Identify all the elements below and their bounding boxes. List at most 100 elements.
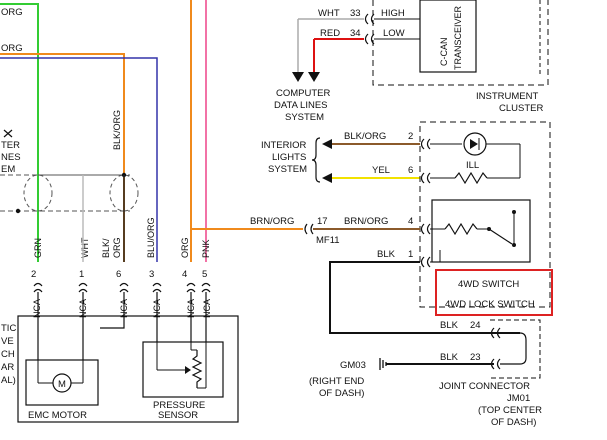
ground-location-2: OF DASH) bbox=[319, 388, 364, 399]
partial-label-nes: NES bbox=[1, 152, 21, 163]
interior-label-2: LIGHTS bbox=[272, 152, 306, 163]
partial-label-ch: CH bbox=[1, 349, 15, 360]
partial-label-ter: TER bbox=[1, 140, 20, 151]
label-blk-org-1: BLK/ bbox=[101, 238, 111, 258]
pressure-sensor-line1: PRESSURE bbox=[153, 400, 205, 411]
emc-motor-label: EMC MOTOR bbox=[28, 410, 87, 421]
arrow-left-yel-icon bbox=[322, 173, 332, 183]
label-org: ORG bbox=[180, 237, 190, 258]
blk-pin: 1 bbox=[408, 249, 413, 260]
computer-data-lines-3: SYSTEM bbox=[285, 112, 324, 123]
blk-circuit: BLK 1 bbox=[329, 249, 520, 334]
brn-org-left-label: BRN/ORG bbox=[250, 216, 294, 227]
blk-23-pin: 23 bbox=[470, 352, 481, 363]
blue-wire bbox=[0, 57, 158, 262]
blk-org-interior-pin: 2 bbox=[408, 131, 413, 142]
interior-lights: INTERIOR LIGHTS SYSTEM BLK/ORG 2 YEL 6 bbox=[261, 131, 431, 184]
bottom-connectors: 2 1 6 3 4 5 NCA NCA NCA NCA NCA NCA bbox=[31, 269, 212, 318]
nca-6: NCA bbox=[202, 299, 212, 318]
cluster-label-2: CLUSTER bbox=[499, 103, 543, 114]
transceiver-line2: TRANSCEIVER bbox=[453, 5, 463, 70]
joint-connector-box bbox=[500, 332, 527, 365]
label-grn: GRN bbox=[33, 238, 43, 258]
vertical-wire-labels: BLK/ORG GRN WHT BLK/ ORG BLU/ORG ORG PNK bbox=[33, 110, 211, 258]
yel-label: YEL bbox=[372, 165, 390, 176]
arrow-left-brn-icon bbox=[322, 139, 332, 149]
interior-label-3: SYSTEM bbox=[268, 164, 307, 175]
partial-label-ar: AR bbox=[1, 362, 14, 373]
arrow-down-right-icon bbox=[308, 72, 320, 82]
joint-name-4: OF DASH) bbox=[491, 417, 536, 428]
shield-left-end bbox=[23, 174, 53, 212]
blk-24-pin: 24 bbox=[470, 320, 481, 331]
ground-gm03: GM03 (RIGHT END OF DASH) bbox=[309, 358, 387, 399]
can-connector-chevrons bbox=[364, 13, 375, 45]
arrow-down-left-icon bbox=[292, 72, 304, 82]
pressure-sensor-line2: SENSOR bbox=[158, 410, 198, 421]
can-bus: WHT 33 RED 34 HIGH LOW C-CAN TRANSCEIVER… bbox=[274, 0, 477, 123]
partial-label-top: ORG bbox=[1, 7, 23, 18]
green-wire bbox=[0, 3, 39, 262]
label-pnk: PNK bbox=[201, 239, 211, 258]
switch-label-1: 4WD SWITCH bbox=[458, 279, 519, 290]
ground-location-1: (RIGHT END bbox=[309, 376, 364, 387]
splice-chevrons bbox=[304, 223, 314, 235]
nca-1: NCA bbox=[32, 299, 42, 318]
shield-right-end bbox=[109, 174, 139, 212]
sensor-box bbox=[142, 341, 224, 398]
brn-org-circuit: BRN/ORG 17 MF11 BRN/ORG 4 bbox=[250, 216, 431, 246]
left-wiring-group: ORG ORG TER NES EM TIC VE CH AR AL) bbox=[0, 0, 303, 386]
joint-name-3: (TOP CENTER bbox=[478, 405, 542, 416]
computer-data-lines-2: DATA LINES bbox=[274, 100, 328, 111]
emc-motor: M EMC MOTOR bbox=[25, 359, 99, 421]
label-blu-org: BLU/ORG bbox=[146, 217, 156, 258]
joint-connector: BLK 24 BLK 23 JOINT CONNECTOR JM01 (TOP … bbox=[386, 319, 542, 428]
module-internal-wiring bbox=[37, 292, 207, 360]
sensor-resistor-icon bbox=[191, 350, 203, 388]
switch-highlight: 4WD SWITCH 4WD LOCK SWITCH bbox=[435, 269, 553, 316]
interior-brace-icon bbox=[311, 137, 321, 183]
pressure-sensor: PRESSURE SENSOR bbox=[142, 341, 224, 421]
wht-label: WHT bbox=[318, 8, 340, 19]
pin-6: 6 bbox=[116, 269, 121, 280]
red-label: RED bbox=[320, 28, 340, 39]
splice-dot-2 bbox=[15, 208, 21, 214]
transceiver-line1: C-CAN bbox=[439, 38, 449, 67]
partial-label-ve: VE bbox=[1, 336, 14, 347]
partial-label-al: AL) bbox=[1, 375, 16, 386]
ground-name: GM03 bbox=[340, 360, 366, 371]
partial-label-em: EM bbox=[1, 164, 15, 175]
partial-label-org: ORG bbox=[1, 43, 23, 54]
label-blk-org-2: ORG bbox=[112, 237, 122, 258]
blk-label: BLK bbox=[377, 249, 396, 260]
cluster-label-1: INSTRUMENT bbox=[476, 91, 538, 102]
ill-label: ILL bbox=[466, 160, 479, 171]
motor-box bbox=[25, 359, 99, 406]
cluster-dashed-border bbox=[372, 0, 549, 86]
label-wht: WHT bbox=[80, 237, 90, 258]
left-stub-icon bbox=[3, 129, 13, 138]
transceiver-box bbox=[419, 0, 477, 73]
interior-label-1: INTERIOR bbox=[261, 140, 307, 151]
instrument-cluster: INSTRUMENT CLUSTER bbox=[372, 0, 549, 114]
module-box bbox=[17, 315, 239, 423]
pin-5: 5 bbox=[202, 269, 207, 280]
connector-chevrons bbox=[33, 282, 211, 293]
switch-label-2: 4WD LOCK SWITCH bbox=[445, 299, 535, 310]
pin-1: 1 bbox=[79, 269, 84, 280]
blk-24-label: BLK bbox=[440, 320, 459, 331]
pin-4: 4 bbox=[182, 269, 187, 280]
pin-2: 2 bbox=[31, 269, 36, 280]
low-label: LOW bbox=[383, 28, 405, 39]
switch-dashed-box bbox=[419, 121, 551, 308]
switch-highlight-box bbox=[435, 269, 553, 316]
high-label: HIGH bbox=[381, 8, 405, 19]
brn-org-right-label: BRN/ORG bbox=[344, 216, 388, 227]
ground-icon bbox=[379, 358, 387, 370]
joint-name-2: JM01 bbox=[507, 393, 530, 404]
brn-org-right-pin: 4 bbox=[408, 216, 413, 227]
switch-assembly: ILL bbox=[419, 121, 551, 308]
pin-3: 3 bbox=[149, 269, 154, 280]
splice-name: MF11 bbox=[316, 235, 340, 246]
